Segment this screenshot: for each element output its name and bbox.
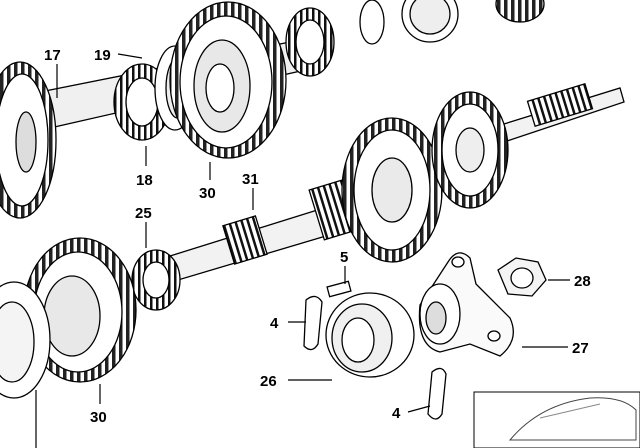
clip-4-top bbox=[303, 295, 323, 351]
callout-17: 17 bbox=[44, 47, 61, 64]
lower-gear-assembly bbox=[0, 237, 137, 399]
callout-30-bottom: 30 bbox=[90, 409, 107, 426]
clip-4-bottom bbox=[427, 367, 447, 420]
callout-31: 31 bbox=[242, 171, 259, 188]
output-shaft-assembly bbox=[131, 82, 625, 311]
leader-lines bbox=[35, 53, 570, 448]
flange-assembly bbox=[303, 252, 547, 420]
callout-28: 28 bbox=[574, 273, 591, 290]
callout-19: 19 bbox=[94, 47, 111, 64]
callout-27: 27 bbox=[572, 340, 589, 357]
callout-labels: 17 19 18 30 31 25 5 28 4 27 26 4 30 bbox=[44, 47, 591, 426]
callout-25: 25 bbox=[135, 205, 152, 222]
callout-5: 5 bbox=[340, 249, 348, 266]
upper-ring bbox=[359, 0, 385, 45]
callout-4-top: 4 bbox=[270, 315, 279, 332]
callout-30-top: 30 bbox=[199, 185, 216, 202]
callout-4-bottom: 4 bbox=[392, 405, 401, 422]
upper-right-gear bbox=[495, 0, 545, 23]
vehicle-thumbnail bbox=[473, 391, 640, 448]
upper-shaft-assembly bbox=[0, 0, 545, 219]
bolt-5 bbox=[326, 280, 352, 298]
callout-26: 26 bbox=[260, 373, 277, 390]
callout-18: 18 bbox=[136, 172, 153, 189]
